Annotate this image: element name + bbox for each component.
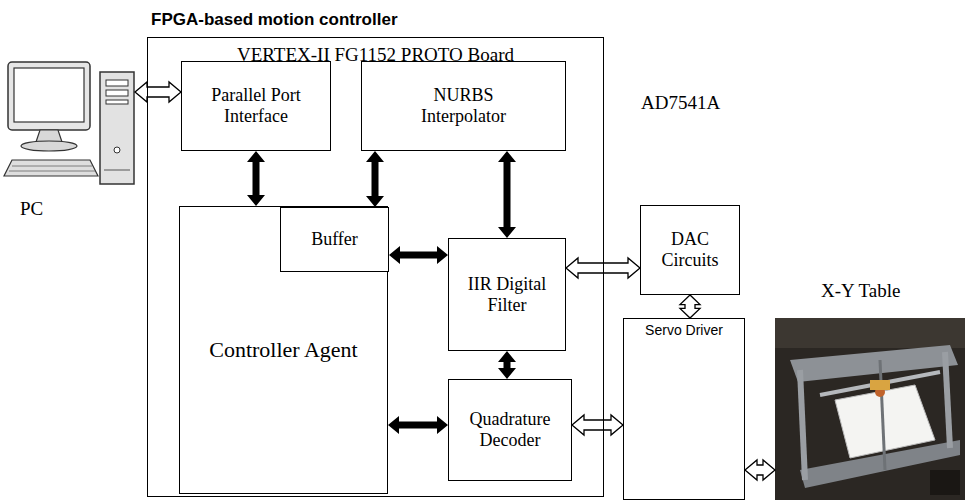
solid-double-arrow (498, 151, 516, 238)
node-label: Controller Agent (209, 337, 357, 362)
hollow-double-arrow (135, 82, 181, 102)
buffer-box: Buffer (280, 207, 389, 272)
xy-table-label: X-Y Table (821, 280, 900, 302)
pc-illustration-part (9, 171, 95, 172)
pc-label: PC (20, 198, 43, 220)
xy-table-photo-part (930, 470, 960, 495)
xy-table-photo (775, 318, 965, 500)
hollow-double-arrow (745, 460, 775, 480)
pc-illustration (4, 62, 134, 184)
node-label: Parallel Port Interface (196, 85, 316, 126)
solid-double-arrow (388, 416, 448, 434)
pc-illustration-part (14, 68, 84, 122)
xy-table-photo-part (870, 380, 890, 390)
xy-table-photo-part (775, 318, 965, 348)
board-heading: FPGA-based motion controller (151, 10, 398, 30)
xy-table-photo-part (775, 318, 965, 500)
pc-illustration-part (12, 166, 92, 167)
pc-illustration-part (106, 80, 128, 86)
board-box: FPGA-based motion controllerVERTEX-II FG… (147, 37, 604, 497)
process-box: Controller Agent Buffer (179, 206, 388, 494)
node-label: Buffer (311, 229, 358, 250)
dac-box: AD7541ADAC Circuits (640, 205, 740, 295)
node-label: DAC Circuits (650, 229, 730, 270)
solid-double-arrow (498, 351, 516, 379)
xy-table-photo-part (800, 370, 805, 480)
pc-illustration-part (100, 72, 134, 184)
pc-illustration-part (36, 130, 62, 142)
solid-double-arrow (389, 246, 448, 264)
hollow-double-arrow (572, 415, 623, 435)
xy-table-node: X-Y Table (775, 318, 965, 500)
hollow-double-arrow (680, 295, 700, 318)
pc-illustration-part (8, 62, 90, 130)
process-box: Parallel Port Interface (181, 61, 331, 151)
xy-table-photo-part (790, 345, 958, 382)
solid-double-arrow (366, 151, 384, 207)
process-box: IIR Digital Filter (448, 238, 566, 351)
pc-illustration-part (106, 90, 128, 96)
node-label: IIR Digital Filter (457, 274, 557, 315)
pc-illustration-part (114, 147, 120, 153)
node-label: Quadrature Decoder (457, 409, 563, 450)
xy-table-photo-part (880, 360, 885, 470)
pc-illustration-part (21, 141, 77, 151)
process-box: NURBS Interpolator (361, 61, 566, 151)
node-label: NURBS Interpolator (404, 85, 524, 126)
hollow-double-arrow (566, 258, 640, 278)
pc-node: PC (5, 60, 135, 185)
pc-illustration-part (106, 100, 128, 104)
chip-label: AD7541A (641, 92, 720, 114)
servo-driver-box: Servo Driver (623, 318, 745, 500)
pc-illustration-part (104, 170, 130, 171)
pc-illustration-part (4, 160, 98, 176)
solid-double-arrow (247, 151, 265, 206)
xy-table-photo-part (945, 352, 950, 448)
node-label: Servo Driver (645, 322, 723, 338)
process-box: Quadrature Decoder (448, 379, 572, 481)
